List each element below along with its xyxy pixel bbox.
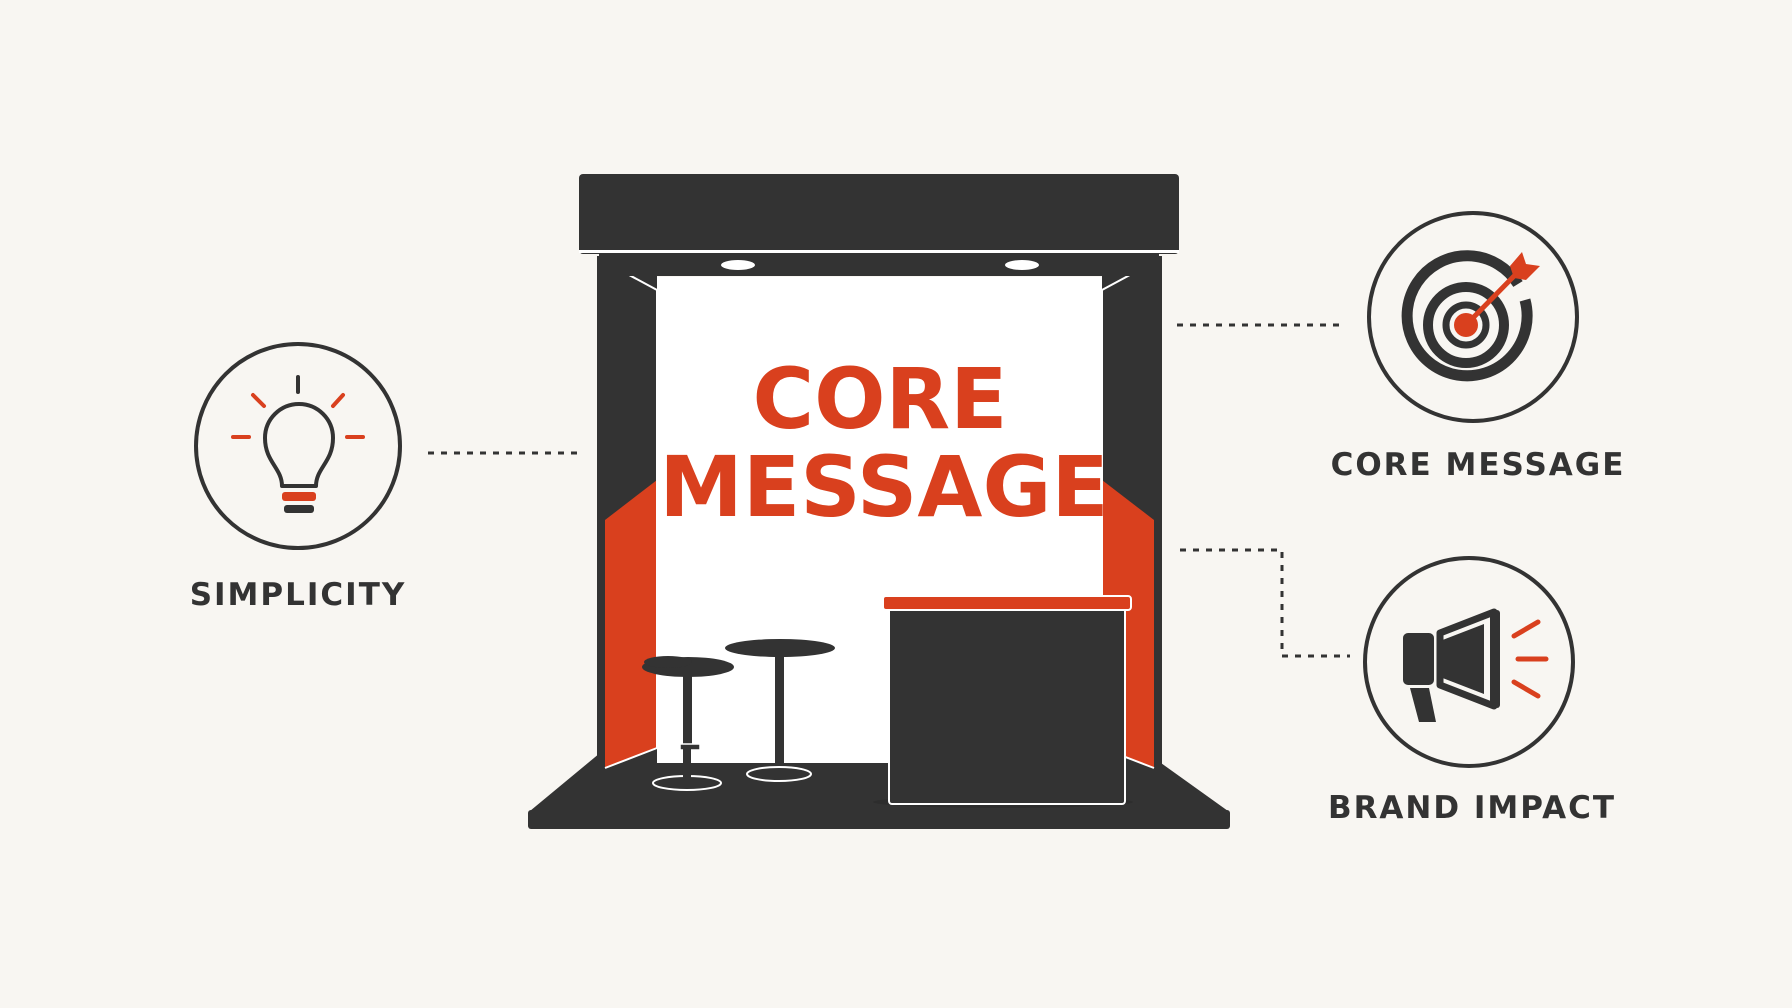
booth-headline-line1: CORE: [752, 350, 1007, 448]
exhibition-booth: CORE MESSAGE: [528, 174, 1230, 829]
simplicity-label: SIMPLICITY: [190, 577, 407, 613]
booth-header-beam: [579, 174, 1179, 254]
spotlight-right: [1005, 260, 1039, 270]
booth-right-panel-top: [1102, 262, 1154, 520]
connectors: [428, 323, 1350, 658]
megaphone-icon: [1403, 608, 1549, 722]
target-icon: [1401, 250, 1540, 382]
feature-core-message: CORE MESSAGE: [1331, 211, 1626, 483]
spotlight-left: [721, 260, 755, 270]
lightbulb-icon: [231, 375, 365, 513]
simplicity-circle: [194, 342, 402, 550]
booth-headline-line2: MESSAGE: [659, 438, 1109, 536]
bar-table: [725, 639, 835, 782]
bar-stool-left: [642, 656, 734, 791]
brand-impact-label: BRAND IMPACT: [1328, 790, 1616, 826]
brand-impact-circle: [1363, 556, 1575, 768]
booth-floor-edge: [528, 810, 1230, 829]
booth-left-panel-top: [605, 262, 657, 520]
core-message-circle: [1367, 211, 1579, 423]
feature-brand-impact: BRAND IMPACT: [1328, 556, 1616, 826]
connector-brand-impact: [1180, 548, 1350, 658]
counter-top-accent: [882, 595, 1132, 611]
feature-simplicity: SIMPLICITY: [190, 342, 407, 613]
booth-left-panel-accent: [605, 480, 657, 768]
core-message-label: CORE MESSAGE: [1331, 447, 1626, 483]
reception-counter: [873, 595, 1133, 808]
